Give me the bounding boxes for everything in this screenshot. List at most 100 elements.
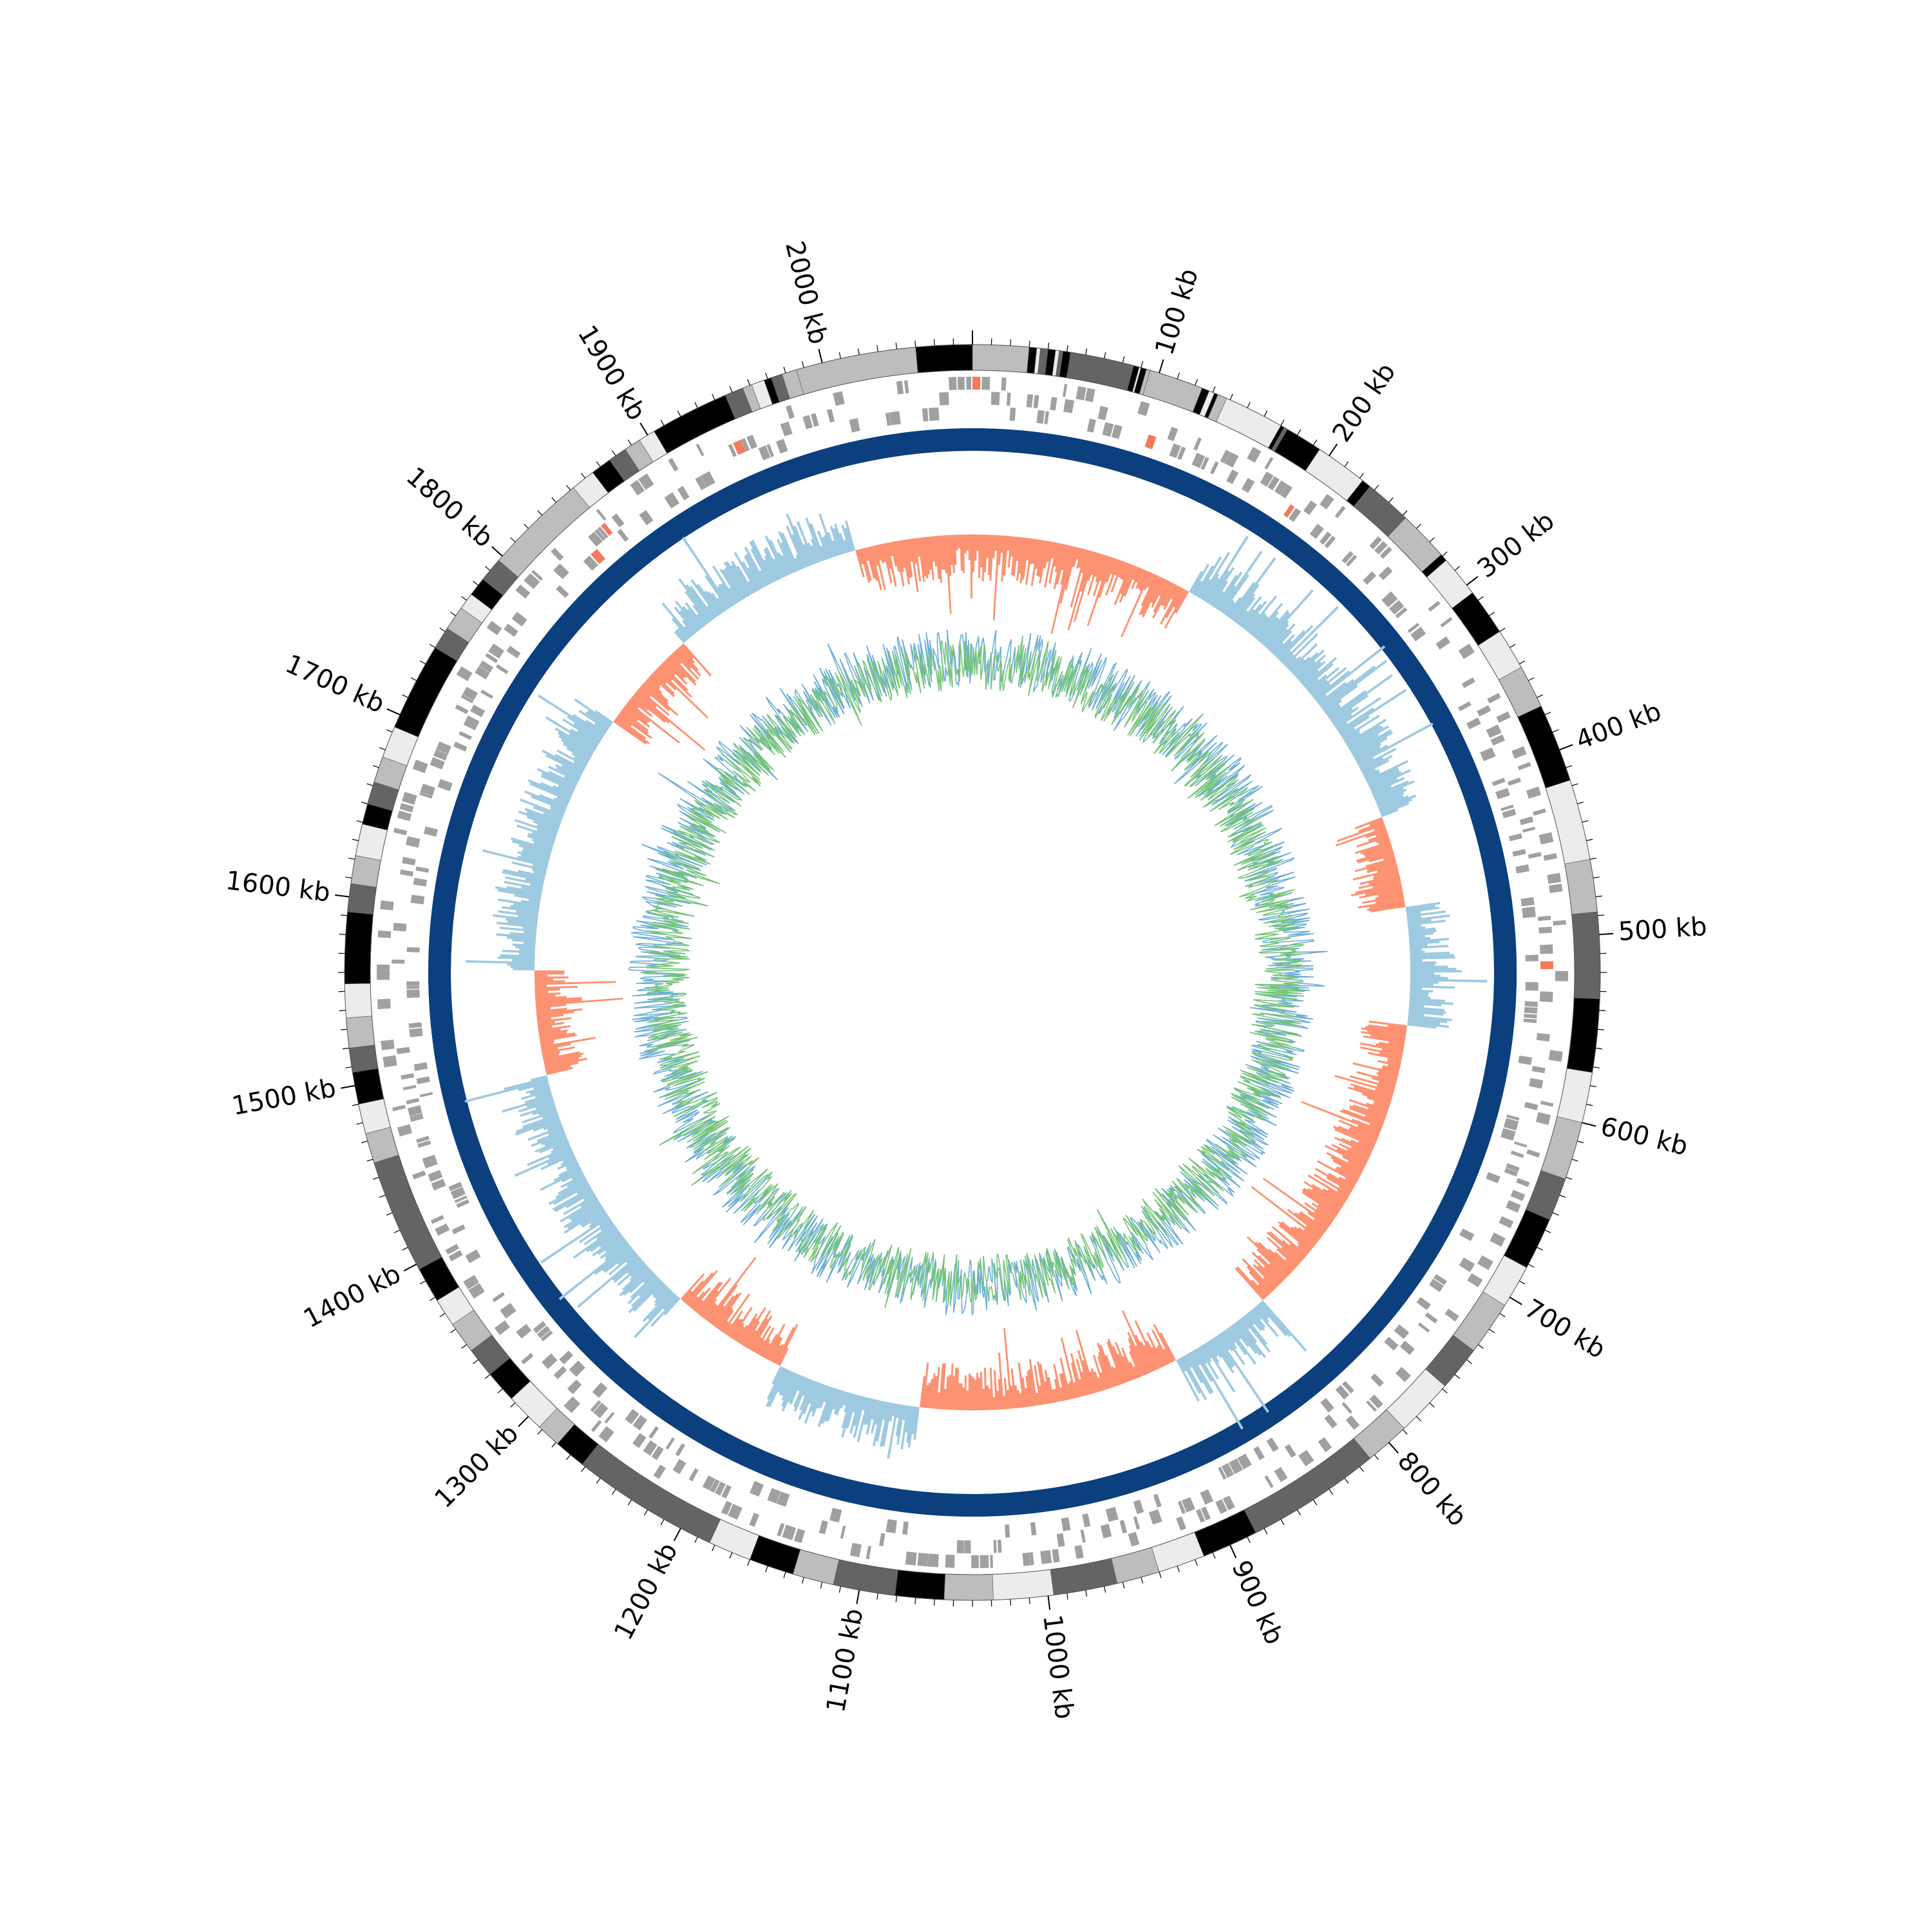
minor-tick xyxy=(345,1066,352,1068)
minor-tick xyxy=(1329,1489,1334,1495)
minor-tick xyxy=(747,1559,750,1566)
gene-feature xyxy=(485,653,498,663)
minor-tick xyxy=(379,1195,386,1198)
minor-tick xyxy=(372,765,379,768)
gene-feature xyxy=(1395,1367,1411,1383)
gene-feature xyxy=(1480,747,1496,761)
gene-feature xyxy=(1345,554,1358,567)
minor-tick xyxy=(565,484,571,491)
gene-feature xyxy=(598,1426,614,1443)
gene-feature xyxy=(588,531,603,547)
gene-feature xyxy=(819,1520,828,1535)
gene-feature xyxy=(1056,1533,1065,1548)
gene-feature xyxy=(1381,591,1398,608)
gene-feature xyxy=(402,857,416,866)
minor-tick xyxy=(1537,694,1543,698)
minor-tick xyxy=(643,1510,649,1516)
gene-feature xyxy=(922,408,929,422)
gene-feature xyxy=(500,1303,516,1319)
minor-tick xyxy=(1010,339,1012,346)
contig-ring-edge xyxy=(370,370,1575,1575)
contig-block xyxy=(350,855,381,888)
gene-feature xyxy=(1539,926,1552,934)
gene-feature xyxy=(495,664,509,674)
minor-tick xyxy=(876,1593,878,1600)
minor-tick xyxy=(484,1374,491,1379)
gene-feature xyxy=(1435,636,1451,650)
major-tick xyxy=(1329,443,1338,457)
gene-feature xyxy=(939,392,949,406)
minor-tick xyxy=(1597,1028,1605,1030)
minor-tick xyxy=(386,729,393,733)
gene-feature xyxy=(777,1522,785,1537)
major-tick xyxy=(1229,1544,1237,1558)
minor-tick xyxy=(1519,660,1526,665)
tick-label: 100 kb xyxy=(1150,265,1204,359)
gene-feature xyxy=(927,1553,939,1567)
tick-label: 500 kb xyxy=(1618,912,1708,947)
gene-feature xyxy=(1119,1520,1128,1534)
gene-feature xyxy=(668,458,679,472)
minor-tick xyxy=(1028,1597,1030,1605)
minor-tick xyxy=(1593,876,1600,878)
gene-feature xyxy=(617,529,629,542)
minor-tick xyxy=(537,1429,543,1435)
gene-feature xyxy=(688,1468,699,1482)
gene-feature xyxy=(435,1223,450,1236)
gene-feature xyxy=(972,377,981,390)
gene-feature xyxy=(1341,1402,1353,1414)
gene-feature xyxy=(896,381,904,395)
gene-feature xyxy=(428,1170,443,1182)
gene-feature xyxy=(1366,1400,1377,1412)
major-tick xyxy=(818,348,823,363)
gene-feature xyxy=(1086,419,1096,433)
minor-tick xyxy=(340,914,348,916)
contig-block xyxy=(792,1549,840,1586)
gene-feature xyxy=(695,476,707,491)
minor-tick xyxy=(450,1329,456,1334)
gene-feature xyxy=(672,1459,687,1475)
gene-feature xyxy=(399,802,414,813)
gene-feature xyxy=(653,1464,666,1479)
gene-feature xyxy=(1555,971,1568,981)
gene-feature xyxy=(1284,1444,1296,1458)
minor-tick xyxy=(352,1104,359,1106)
gene-feature xyxy=(749,1481,764,1497)
gene-feature xyxy=(928,407,940,421)
gene-feature xyxy=(459,731,472,741)
minor-tick xyxy=(461,596,468,601)
minor-tick xyxy=(933,1599,935,1606)
minor-tick xyxy=(1141,361,1144,368)
gene-feature xyxy=(1507,777,1521,786)
minor-tick xyxy=(1571,1159,1578,1162)
gene-feature xyxy=(1539,991,1553,1003)
gene-feature xyxy=(597,526,609,539)
minor-tick xyxy=(1429,537,1435,543)
gene-feature xyxy=(1324,535,1336,549)
gene-feature xyxy=(1510,1189,1526,1201)
minor-tick xyxy=(461,1344,468,1349)
gene-feature xyxy=(1548,1050,1563,1062)
gene-feature xyxy=(1543,853,1557,861)
minor-tick xyxy=(1552,729,1559,733)
gene-feature xyxy=(1026,394,1034,408)
gene-feature xyxy=(1200,1489,1214,1505)
gene-feature xyxy=(377,998,391,1010)
gene-feature xyxy=(1486,724,1502,738)
gene-feature xyxy=(1220,450,1230,464)
minor-tick xyxy=(1141,1577,1144,1584)
major-tick xyxy=(403,1264,417,1272)
major-tick xyxy=(1582,1122,1596,1127)
gene-feature xyxy=(1176,1516,1187,1531)
gene-feature xyxy=(1506,1114,1520,1121)
gene-feature xyxy=(638,473,654,490)
minor-tick xyxy=(473,581,478,586)
gene-feature xyxy=(524,573,540,589)
minor-tick xyxy=(1510,643,1516,649)
gene-feature xyxy=(945,1555,955,1568)
tick-label: 1800 kb xyxy=(401,462,499,554)
gene-feature xyxy=(1102,422,1114,437)
gene-feature xyxy=(1525,981,1539,991)
contig-block xyxy=(348,1045,379,1073)
minor-tick xyxy=(497,1388,503,1394)
